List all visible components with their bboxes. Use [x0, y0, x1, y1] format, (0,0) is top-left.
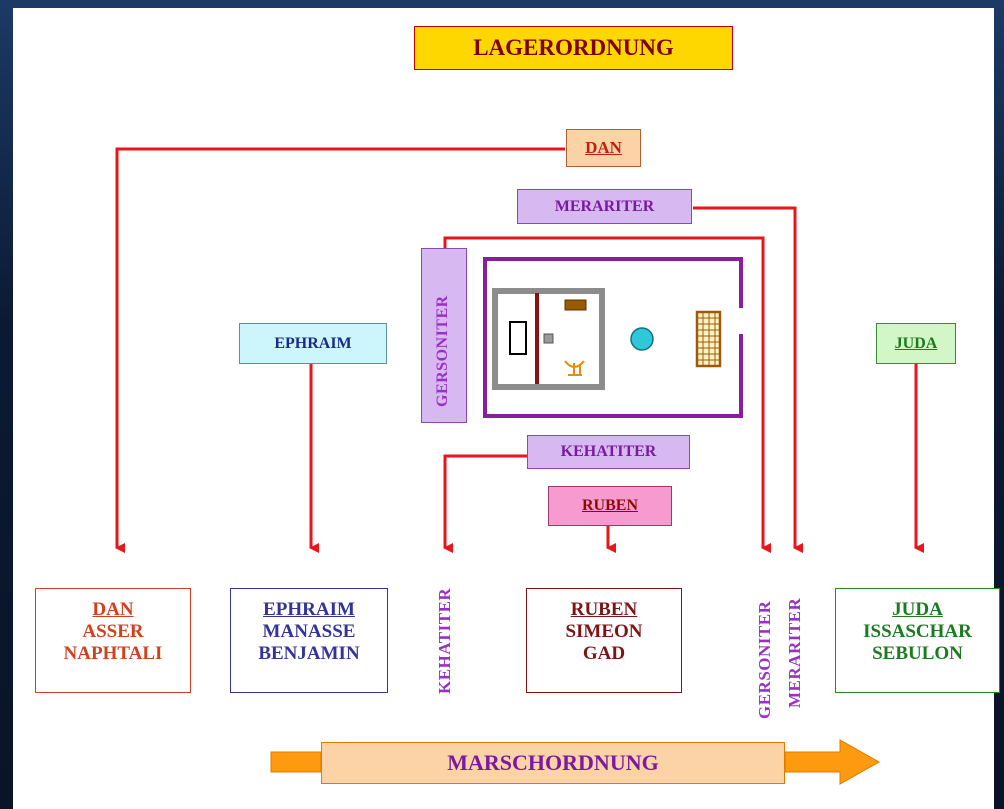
altar-icon — [695, 310, 722, 368]
diagram-canvas: LAGERORDNUNG DAN MERARITER GERSONITER EP… — [13, 8, 1000, 809]
marsch-label-text: MARSCHORDNUNG — [447, 750, 659, 775]
showbread-table-icon — [564, 299, 587, 311]
arrow-kehatiter — [443, 454, 527, 553]
march-ephraim-tribe-3: BENJAMIN — [258, 643, 360, 664]
camp-label-ruben: RUBEN — [548, 486, 672, 526]
incense-altar-icon — [543, 333, 554, 344]
ark-icon — [509, 321, 527, 355]
march-column-ephraim: EPHRAIM MANASSE BENJAMIN — [230, 588, 388, 693]
march-juda-leader: JUDA — [892, 599, 943, 620]
tabernacle-building — [492, 288, 605, 390]
arrow-dan — [115, 147, 565, 553]
camp-label-merariter: MERARITER — [517, 189, 692, 224]
marsch-label: MARSCHORDNUNG — [321, 742, 785, 784]
camp-label-ephraim: EPHRAIM — [239, 323, 387, 364]
march-kehatiter: KEHATITER — [435, 587, 454, 694]
march-gersoniter: GERSONITER — [755, 600, 774, 719]
menorah-icon — [564, 360, 585, 376]
camp-label-dan: DAN — [566, 129, 641, 167]
march-ephraim-tribe-2: MANASSE — [262, 621, 356, 642]
camp-label-juda-text: JUDA — [894, 334, 938, 352]
march-ruben-tribe-2: SIMEON — [565, 621, 643, 642]
camp-label-juda: JUDA — [876, 323, 956, 364]
march-column-ruben: RUBEN SIMEON GAD — [526, 588, 682, 693]
page-title-text: LAGERORDNUNG — [473, 35, 674, 60]
march-merariter: MERARITER — [785, 597, 804, 708]
march-ruben-leader: RUBEN — [570, 599, 638, 620]
tabernacle-court — [483, 257, 743, 418]
laver-icon — [630, 327, 654, 351]
camp-label-ruben-text: RUBEN — [581, 497, 638, 514]
camp-label-kehatiter-text: KEHATITER — [560, 443, 657, 460]
arrow-gersoniter — [443, 236, 771, 553]
camp-label-ephraim-text: EPHRAIM — [274, 334, 352, 352]
diagram-lines — [115, 147, 924, 553]
march-column-juda: JUDA ISSASCHAR SEBULON — [835, 588, 1000, 693]
march-ephraim-leader: EPHRAIM — [263, 599, 355, 620]
camp-label-merariter-text: MERARITER — [554, 197, 655, 215]
page-title: LAGERORDNUNG — [414, 26, 733, 70]
arrow-merariter — [693, 206, 803, 553]
march-dan-leader: DAN — [92, 599, 134, 620]
camp-label-gersoniter: GERSONITER — [421, 248, 467, 423]
march-juda-tribe-2: ISSASCHAR — [863, 621, 972, 642]
march-column-dan: DAN ASSER NAPHTALI — [35, 588, 191, 693]
camp-label-gersoniter-text: GERSONITER — [434, 295, 451, 407]
camp-label-kehatiter: KEHATITER — [527, 435, 690, 469]
camp-label-dan-text: DAN — [585, 138, 622, 157]
march-dan-tribe-3: NAPHTALI — [63, 643, 163, 664]
march-dan-tribe-2: ASSER — [82, 621, 144, 642]
march-juda-tribe-3: SEBULON — [872, 643, 963, 664]
march-ruben-tribe-3: GAD — [582, 643, 626, 664]
